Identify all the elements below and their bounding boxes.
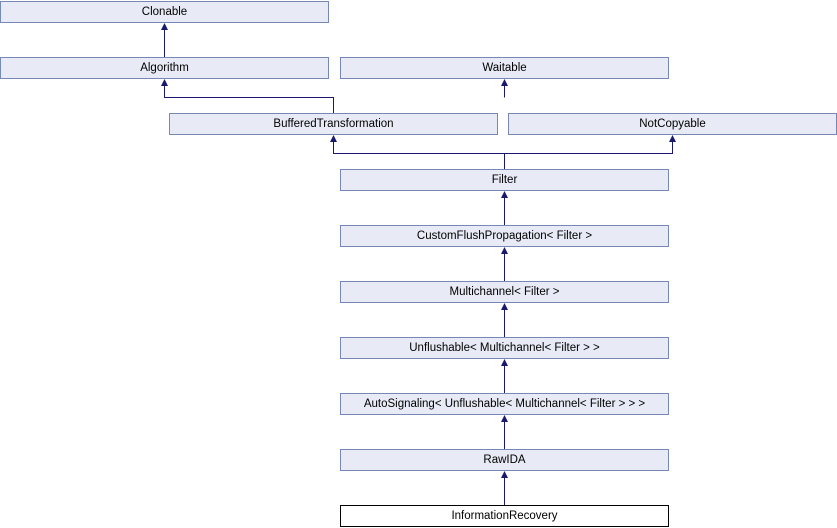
edge-buffered-algorithm-waitable bbox=[164, 85, 505, 113]
node-waitable[interactable]: Waitable bbox=[340, 57, 669, 79]
node-information-recovery: InformationRecovery bbox=[340, 505, 669, 527]
arrowhead-algorithm bbox=[161, 79, 168, 86]
arrowhead-filter bbox=[501, 191, 508, 198]
arrowhead-not-copyable bbox=[669, 135, 676, 142]
arrowhead-unflushable bbox=[501, 359, 508, 366]
node-algorithm[interactable]: Algorithm bbox=[0, 57, 329, 79]
edge-filter-buffered-notcopyable bbox=[333, 141, 673, 169]
node-clonable[interactable]: Clonable bbox=[0, 1, 329, 23]
node-filter[interactable]: Filter bbox=[340, 169, 669, 191]
arrowhead-raw-ida bbox=[501, 471, 508, 478]
arrowhead-multichannel bbox=[501, 303, 508, 310]
node-multichannel[interactable]: Multichannel< Filter > bbox=[340, 281, 669, 303]
arrowhead-buffered-transformation bbox=[330, 135, 337, 142]
node-buffered-transformation[interactable]: BufferedTransformation bbox=[169, 113, 498, 135]
node-auto-signaling[interactable]: AutoSignaling< Unflushable< Multichannel… bbox=[340, 393, 669, 415]
arrowhead-auto-signaling bbox=[501, 415, 508, 422]
node-custom-flush-propagation[interactable]: CustomFlushPropagation< Filter > bbox=[340, 225, 669, 247]
arrowhead-clonable bbox=[161, 23, 168, 30]
arrowhead-waitable bbox=[501, 79, 508, 86]
arrowhead-custom-flush-propagation bbox=[501, 247, 508, 254]
node-unflushable[interactable]: Unflushable< Multichannel< Filter > > bbox=[340, 337, 669, 359]
node-raw-ida[interactable]: RawIDA bbox=[340, 449, 669, 471]
node-not-copyable[interactable]: NotCopyable bbox=[508, 113, 837, 135]
